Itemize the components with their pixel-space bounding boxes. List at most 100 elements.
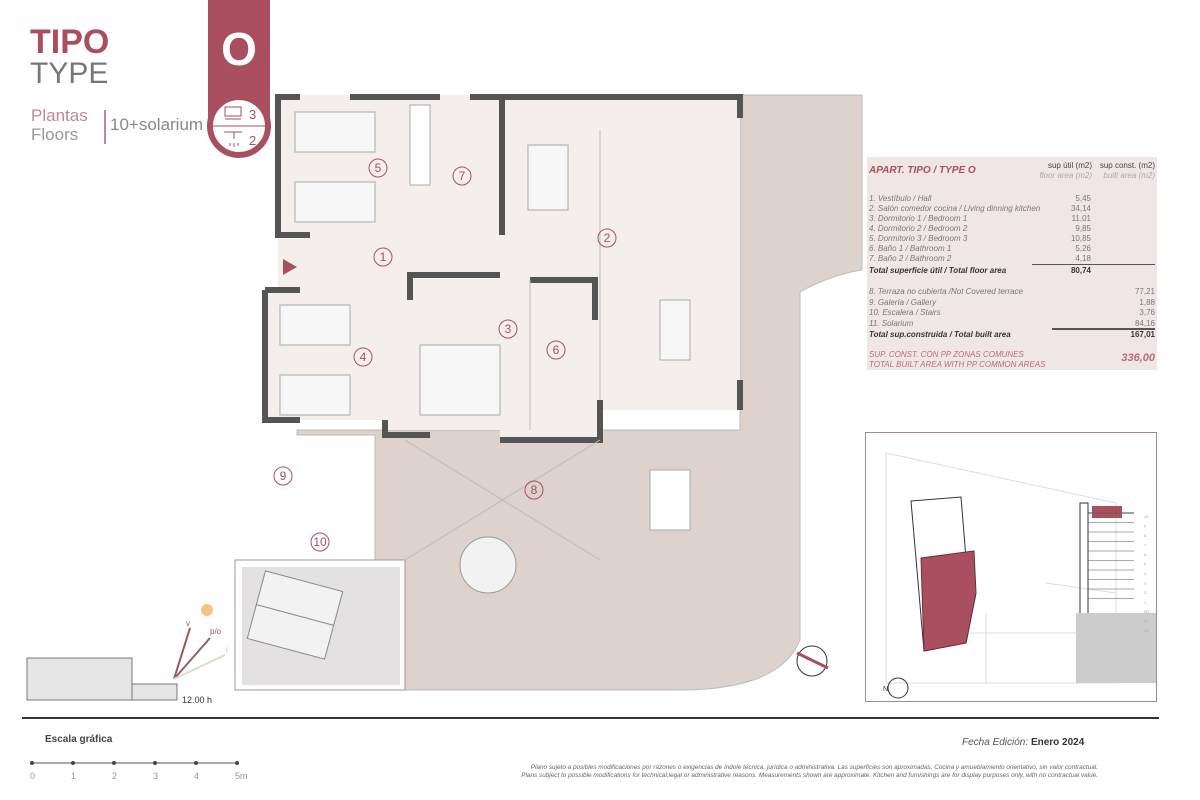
table-row-value: 77,21 xyxy=(1134,287,1155,296)
section-diagram xyxy=(26,657,178,701)
room-3-label: 3 xyxy=(505,322,512,336)
table-row-value: 4,18 xyxy=(1075,254,1091,263)
footer-divider xyxy=(22,717,1159,719)
table-row-label: 9. Galería / Gallery xyxy=(869,297,937,307)
table-row-value: 5,26 xyxy=(1075,244,1091,253)
interior-area xyxy=(265,95,740,440)
scale-tick xyxy=(153,761,157,765)
tipo-title: TIPO xyxy=(30,23,110,61)
table-row-label: 10. Escalera / Stairs xyxy=(869,308,941,317)
umbrella-icon xyxy=(459,536,517,594)
key-plan-floor-label: 6 xyxy=(1144,552,1147,557)
common-label-en: TOTAL BUILT AREA WITH PP COMMON AREAS xyxy=(869,360,1046,369)
key-plan-floor-label: 3 xyxy=(1144,581,1147,586)
key-plan-floor-label: 9 xyxy=(1144,524,1147,529)
key-plan-floor-label: 5 xyxy=(1144,562,1147,567)
table-row-value: 3,76 xyxy=(1139,308,1155,317)
total-built-label: Total sup.construida / Total built area xyxy=(869,330,1011,339)
type-title: TYPE xyxy=(30,57,109,90)
total-built-value: 167,01 xyxy=(1130,330,1155,339)
table-row-label: 6. Baño 1 / Bathroom 1 xyxy=(869,244,952,253)
sun-label-v: v xyxy=(186,619,190,628)
edition-date-label: Fecha Edición: xyxy=(962,737,1029,748)
scale-tick-label: 1 xyxy=(71,771,76,781)
type-letter: O xyxy=(221,23,257,75)
key-plan-floor-label: S1 xyxy=(1144,619,1150,624)
common-value: 336,00 xyxy=(1121,352,1155,364)
interior-lines xyxy=(279,104,691,561)
room-4-label: 4 xyxy=(360,350,367,364)
room-labels xyxy=(273,158,617,552)
disclaimer-en: Plans subject to possible modifications … xyxy=(521,772,1098,779)
scale-tick xyxy=(71,761,75,765)
solarium-cover xyxy=(246,570,344,660)
section-time: 12.00 h xyxy=(182,695,212,705)
table-row-label: 11. Solarium xyxy=(869,318,914,328)
floors-label: Floors xyxy=(31,125,79,144)
shower-icon xyxy=(224,131,242,147)
key-plan-floor-label: S2 xyxy=(1144,628,1150,633)
table-row-value: 9,85 xyxy=(1075,224,1091,233)
room-8-label: 8 xyxy=(531,483,538,497)
total-floor-value: 80,74 xyxy=(1070,266,1091,275)
sun-label-i: i xyxy=(226,645,228,654)
scale-tick-label: 3 xyxy=(153,771,158,781)
table-row-label: 8. Terraza no cubierta /Not Covered terr… xyxy=(869,287,1024,296)
key-plan-floor-label: MZ xyxy=(1144,609,1150,614)
table-row-value: 10,85 xyxy=(1070,234,1091,243)
col2-sub: built area (m2) xyxy=(1103,171,1155,180)
key-plan-north: N xyxy=(883,686,888,693)
room-6-label: 6 xyxy=(553,343,560,357)
room-10-label: 10 xyxy=(313,535,327,549)
table-row-label: 1. Vestíbulo / Hall xyxy=(869,194,932,203)
room-1-label: 1 xyxy=(380,250,387,264)
table-row-label: 5. Dormitorio 3 / Bedroom 3 xyxy=(869,234,968,243)
bathroom-count: 2 xyxy=(249,133,256,148)
table-row-value: 84,16 xyxy=(1134,318,1155,328)
room-5-label: 5 xyxy=(375,161,382,175)
divider xyxy=(104,110,106,144)
edition-date: Fecha Edición: Enero 2024 xyxy=(962,737,1084,748)
disclaimer-es: Plano sujeto a posibles modificaciones p… xyxy=(530,764,1098,771)
col1-header: sup útil (m2) xyxy=(1047,161,1092,170)
table-row-value: 34,14 xyxy=(1070,204,1091,213)
key-plan-floor-label: 4 xyxy=(1144,571,1147,576)
bedroom-count: 3 xyxy=(249,107,256,122)
key-plan-floor-label: 10 xyxy=(1144,514,1149,519)
col1-sub: floor area (m2) xyxy=(1039,171,1092,180)
room-2-label: 2 xyxy=(604,231,611,245)
floors-value: 10+solarium xyxy=(110,115,204,134)
key-plan-floor-label: 1 xyxy=(1144,600,1147,605)
common-label-es: SUP. CONST. CON PP ZONAS COMUNES xyxy=(869,350,1024,359)
room-9-label: 9 xyxy=(280,469,287,483)
sun-label-po: p/o xyxy=(210,627,222,636)
scale-tick xyxy=(235,761,239,765)
sun-angle-arrows xyxy=(173,627,226,680)
table-row-label: 2. Salón comedor cocina / Living dinning… xyxy=(869,204,1041,213)
table-row-label: 4. Dormitorio 2 / Bedroom 2 xyxy=(869,224,968,233)
room-7-label: 7 xyxy=(459,169,466,183)
entrance-arrow-icon xyxy=(283,259,297,275)
table-row-value: 11,01 xyxy=(1071,214,1091,223)
area-table: APART. TIPO / TYPE O sup útil (m2) floor… xyxy=(867,157,1157,370)
room-counts: 3 2 xyxy=(212,106,266,148)
table-row-value: 1,88 xyxy=(1139,297,1155,307)
floor-plan: 5 7 1 2 3 4 6 8 9 10 12.00 h v p/o i xyxy=(26,94,863,705)
scale-tick-label: 0 xyxy=(30,771,35,781)
scale-tick xyxy=(194,761,198,765)
col2-header: sup const. (m2) xyxy=(1099,161,1155,170)
bed-icon xyxy=(224,106,242,120)
total-floor-label: Total superficie útil / Total floor area xyxy=(869,266,1007,275)
scale-tick xyxy=(112,761,116,765)
table-row-label: 3. Dormitorio 1 / Bedroom 1 xyxy=(869,214,968,223)
scale-title: Escala gráfica xyxy=(45,734,113,745)
scale-tick xyxy=(30,761,34,765)
sun-icon xyxy=(201,604,213,616)
plantas-label: Plantas xyxy=(31,106,88,125)
table-row-label: 7. Baño 2 / Bathroom 2 xyxy=(869,254,952,263)
key-plan-floor-label: 7 xyxy=(1144,543,1147,548)
scale-tick-label: 4 xyxy=(194,771,199,781)
